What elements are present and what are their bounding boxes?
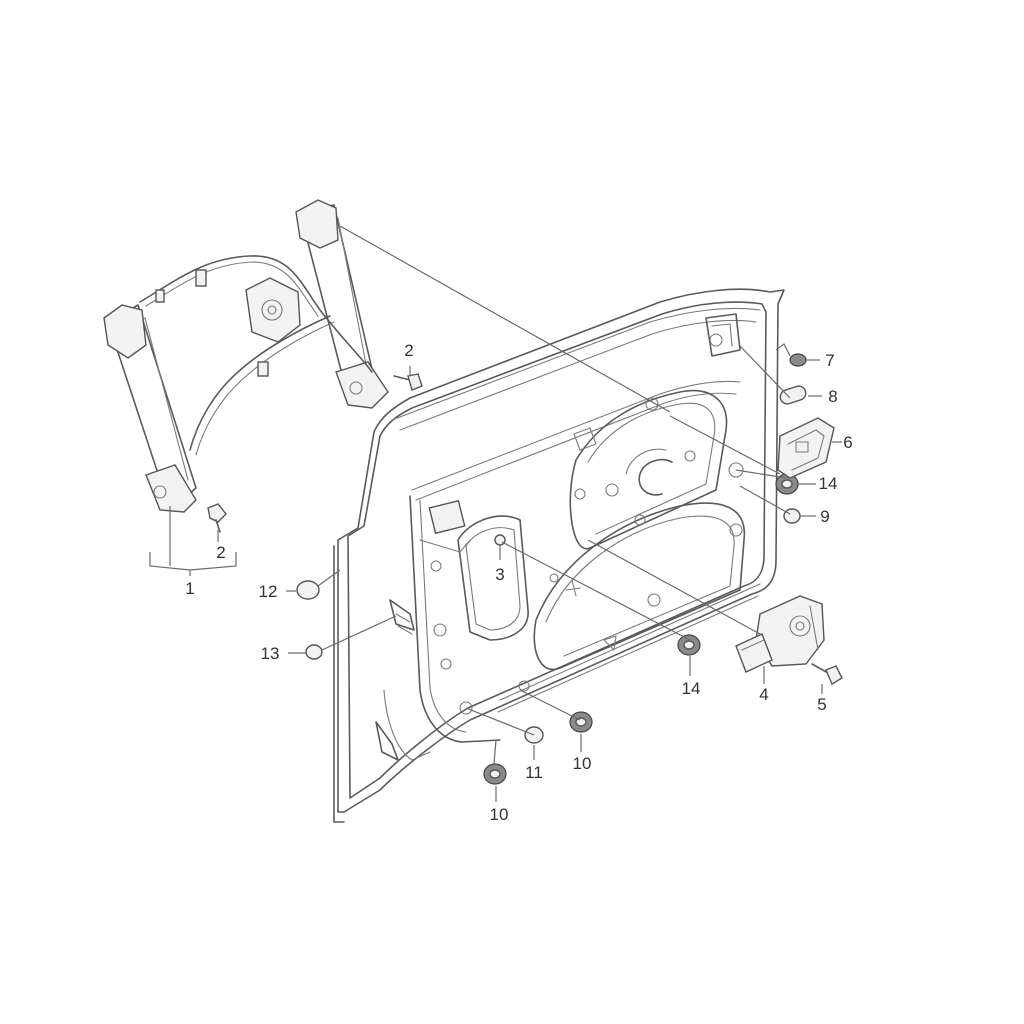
plug-9 (783, 508, 801, 524)
bolt-lower (207, 503, 227, 533)
grommet-center (677, 634, 701, 656)
callout-1: 1 (185, 579, 194, 598)
callout-6: 6 (843, 433, 852, 452)
grommet-10a (569, 711, 593, 733)
callout-14-right: 14 (819, 474, 838, 493)
callout-8: 8 (828, 387, 837, 406)
callout-10-left: 10 (490, 805, 509, 824)
window-regulator (103, 199, 389, 513)
callout-14-center: 14 (682, 679, 701, 698)
callout-10-right: 10 (573, 754, 592, 773)
callout-3: 3 (495, 565, 504, 584)
control-unit (777, 417, 835, 479)
cap-13 (305, 644, 323, 660)
window-motor (735, 595, 825, 673)
callout-2-lower: 2 (216, 543, 225, 562)
callout-13: 13 (261, 644, 280, 663)
cap-12 (296, 580, 320, 600)
grommet-10b (483, 763, 507, 785)
cap-7 (789, 353, 807, 367)
callout-4: 4 (759, 685, 768, 704)
callout-7: 7 (825, 351, 834, 370)
callout-11: 11 (525, 763, 543, 782)
callout-2-upper: 2 (404, 341, 413, 360)
bolt-upper (393, 373, 423, 391)
callout-12: 12 (259, 582, 278, 601)
door-shell (333, 288, 785, 823)
callout-9: 9 (820, 507, 829, 526)
bolt-5 (811, 663, 843, 686)
grommet-right (775, 473, 799, 495)
callout-5: 5 (817, 695, 826, 714)
leader-lines (286, 225, 842, 802)
rivet (494, 534, 506, 546)
grommet-8 (779, 385, 807, 405)
